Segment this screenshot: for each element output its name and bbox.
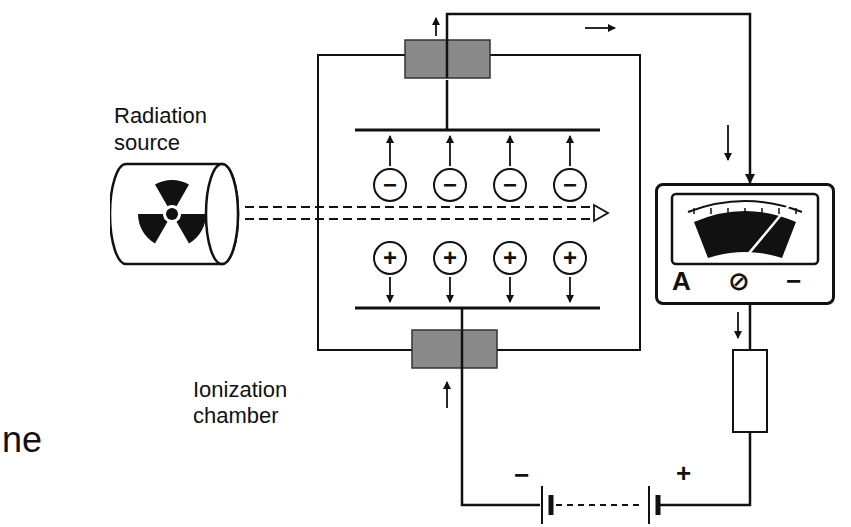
part-label: Ionization chamber (193, 377, 313, 430)
radiation-symbol (138, 180, 206, 243)
negative-ion: − (493, 168, 527, 202)
polarity-sign: − (514, 460, 529, 491)
battery-symbol (542, 486, 658, 524)
meter-needle (745, 204, 790, 258)
ion-sign: + (443, 246, 457, 270)
polarity-sign: + (676, 458, 691, 489)
part-label: Radiation source (114, 103, 264, 156)
positive-ion: + (433, 241, 467, 275)
ion-sign: − (503, 173, 517, 197)
ionization-chamber: Ionization chamber−−−−++++ (318, 55, 640, 350)
chamber-housing (318, 55, 640, 350)
radiation-beam (245, 205, 608, 221)
insulator (405, 40, 490, 78)
electrode-plate (355, 307, 600, 310)
ammeter: A ⊘ − (655, 183, 835, 305)
cylinder-end (206, 164, 238, 264)
insulator (412, 330, 497, 368)
resistor-symbol (733, 350, 767, 432)
negative-ion: − (433, 168, 467, 202)
ion-sign: − (443, 173, 457, 197)
ion-sign: − (563, 173, 577, 197)
meter-symbol: A (672, 266, 691, 297)
radiation-source: Radiation source (110, 162, 240, 266)
negative-ion: − (373, 168, 407, 202)
cylinder-body (110, 164, 238, 264)
cropped-text: ne (2, 418, 42, 461)
meter-symbol: − (786, 266, 801, 297)
circuit-wire (462, 305, 750, 505)
circuit-wire (447, 14, 750, 183)
positive-ion: + (493, 241, 527, 275)
ion-sign: + (563, 246, 577, 270)
positive-ion: + (553, 241, 587, 275)
positive-ion: + (373, 241, 407, 275)
wire (461, 330, 464, 368)
meter-symbol: ⊘ (728, 266, 750, 297)
ion-sign: − (383, 173, 397, 197)
negative-ion: − (553, 168, 587, 202)
source-cylinder (110, 162, 240, 266)
ion-sign: + (503, 246, 517, 270)
wire (446, 40, 449, 78)
wire (446, 80, 449, 130)
electrode-plate (355, 129, 600, 132)
ion-sign: + (383, 246, 397, 270)
wire (461, 308, 464, 330)
